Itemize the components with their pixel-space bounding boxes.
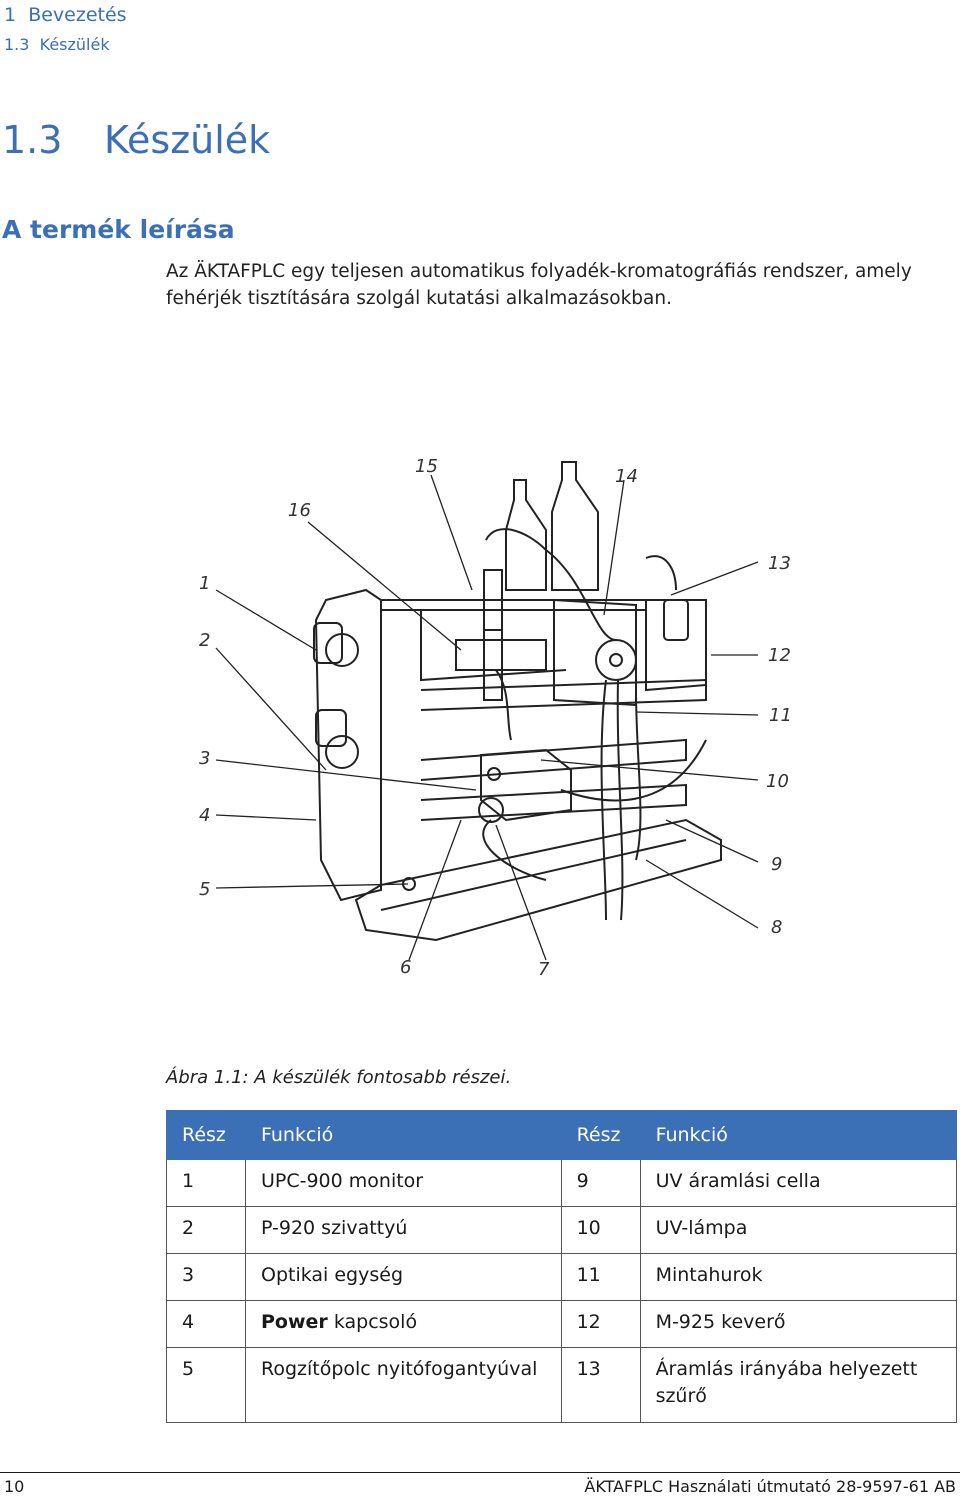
- callout-5: 5: [199, 879, 210, 900]
- intro-paragraph: Az ÄKTAFPLC egy teljesen automatikus fol…: [166, 261, 912, 309]
- monitor-unit: [314, 588, 382, 902]
- table-cell: UPC-900 monitor: [244, 1159, 562, 1207]
- header-part-2: Rész: [560, 1110, 641, 1160]
- uv-lamp-housing: [645, 599, 707, 692]
- page-number: 10: [4, 1477, 25, 1496]
- callout-10: 10: [766, 771, 789, 792]
- table-cell: 3: [166, 1253, 246, 1301]
- switch-label: kapcsoló: [333, 1311, 418, 1333]
- callout-12: 12: [768, 645, 791, 666]
- header-function: Funkció: [244, 1110, 562, 1160]
- subheading: A termék leírása: [2, 215, 235, 244]
- table-cell: Optikai egység: [244, 1253, 562, 1301]
- table-header-row: Rész Funkció Rész Funkció: [166, 1110, 958, 1160]
- table-cell: 12: [560, 1300, 641, 1348]
- table-cell: UV-lámpa: [639, 1206, 958, 1254]
- callout-13: 13: [768, 553, 791, 574]
- figure-caption: Ábra 1.1: A készülék fontosabb részei.: [166, 1067, 512, 1088]
- table-cell: 4: [166, 1300, 246, 1348]
- bottle-left: [505, 479, 547, 591]
- table-cell: UV áramlási cella: [639, 1159, 958, 1207]
- table-row: 4 Power kapcsoló 12 M-925 keverő: [166, 1300, 958, 1348]
- device-figure: 1 2 3 4 5 6 7 8 9 10 11 12 13 14 15 16: [166, 440, 866, 1000]
- chapter-title: Bevezetés: [28, 4, 127, 26]
- table-cell: 10: [560, 1206, 641, 1254]
- table-cell: 5: [166, 1347, 246, 1423]
- callout-9: 9: [771, 854, 782, 875]
- document-title: ÄKTAFPLC Használati útmutató 28-9597-61 …: [584, 1477, 956, 1496]
- callout-4: 4: [199, 805, 210, 826]
- table-row: 5 Rogzítőpolc nyitófogantyúval 13 Áramlá…: [166, 1347, 958, 1423]
- callout-1: 1: [199, 573, 210, 594]
- callout-11: 11: [769, 705, 792, 726]
- table-cell: P-920 szivattyú: [244, 1206, 562, 1254]
- callout-2: 2: [199, 630, 210, 651]
- callout-16: 16: [288, 500, 311, 521]
- callout-15: 15: [415, 456, 438, 477]
- bottle-right: [551, 461, 599, 591]
- chapter-number: 1: [4, 4, 17, 26]
- callout-3: 3: [199, 748, 210, 769]
- table-row: 1 UPC-900 monitor 9 UV áramlási cella: [166, 1159, 958, 1207]
- table-cell: M-925 keverő: [639, 1300, 958, 1348]
- table-cell: 2: [166, 1206, 246, 1254]
- drip-tray: [354, 818, 722, 942]
- section-number: 1.3: [2, 118, 63, 162]
- callout-7: 7: [538, 959, 550, 980]
- callout-8: 8: [771, 917, 782, 938]
- figure-callouts: 1 2 3 4 5 6 7 8 9 10 11 12 13 14 15 16: [199, 456, 792, 980]
- table-row: 3 Optikai egység 11 Mintahurok: [166, 1253, 958, 1301]
- table-cell: 9: [560, 1159, 641, 1207]
- section-title: Készülék: [104, 118, 271, 162]
- page-title: 1.3 Készülék: [2, 118, 270, 162]
- parts-table: Rész Funkció Rész Funkció 1 UPC-900 moni…: [166, 1110, 958, 1423]
- section-title-small: Készülék: [39, 35, 110, 54]
- table-row: 2 P-920 szivattyú 10 UV-lámpa: [166, 1206, 958, 1254]
- header-function-2: Funkció: [639, 1110, 958, 1160]
- table-cell: Mintahurok: [639, 1253, 958, 1301]
- running-header-chapter: 1 Bevezetés: [4, 4, 127, 26]
- valve: [595, 639, 637, 681]
- table-cell: Rogzítőpolc nyitófogantyúval: [244, 1347, 562, 1423]
- table-cell: Power kapcsoló: [244, 1300, 562, 1348]
- footer-divider: [0, 1472, 960, 1473]
- device-illustration: 1 2 3 4 5 6 7 8 9 10 11 12 13 14 15 16: [199, 456, 792, 980]
- running-header-section: 1.3 Készülék: [4, 35, 110, 54]
- pump: [480, 748, 572, 822]
- power-label: Power: [260, 1311, 328, 1333]
- header-part: Rész: [166, 1110, 246, 1160]
- section-number-small: 1.3: [4, 35, 30, 54]
- table-cell: 1: [166, 1159, 246, 1207]
- callout-6: 6: [400, 957, 411, 978]
- table-cell: Áramlás irányába helyezett szűrő: [639, 1347, 958, 1423]
- callout-14: 14: [615, 466, 638, 487]
- upper-housing: [553, 598, 637, 707]
- table-cell: 13: [560, 1347, 641, 1423]
- table-cell: 11: [560, 1253, 641, 1301]
